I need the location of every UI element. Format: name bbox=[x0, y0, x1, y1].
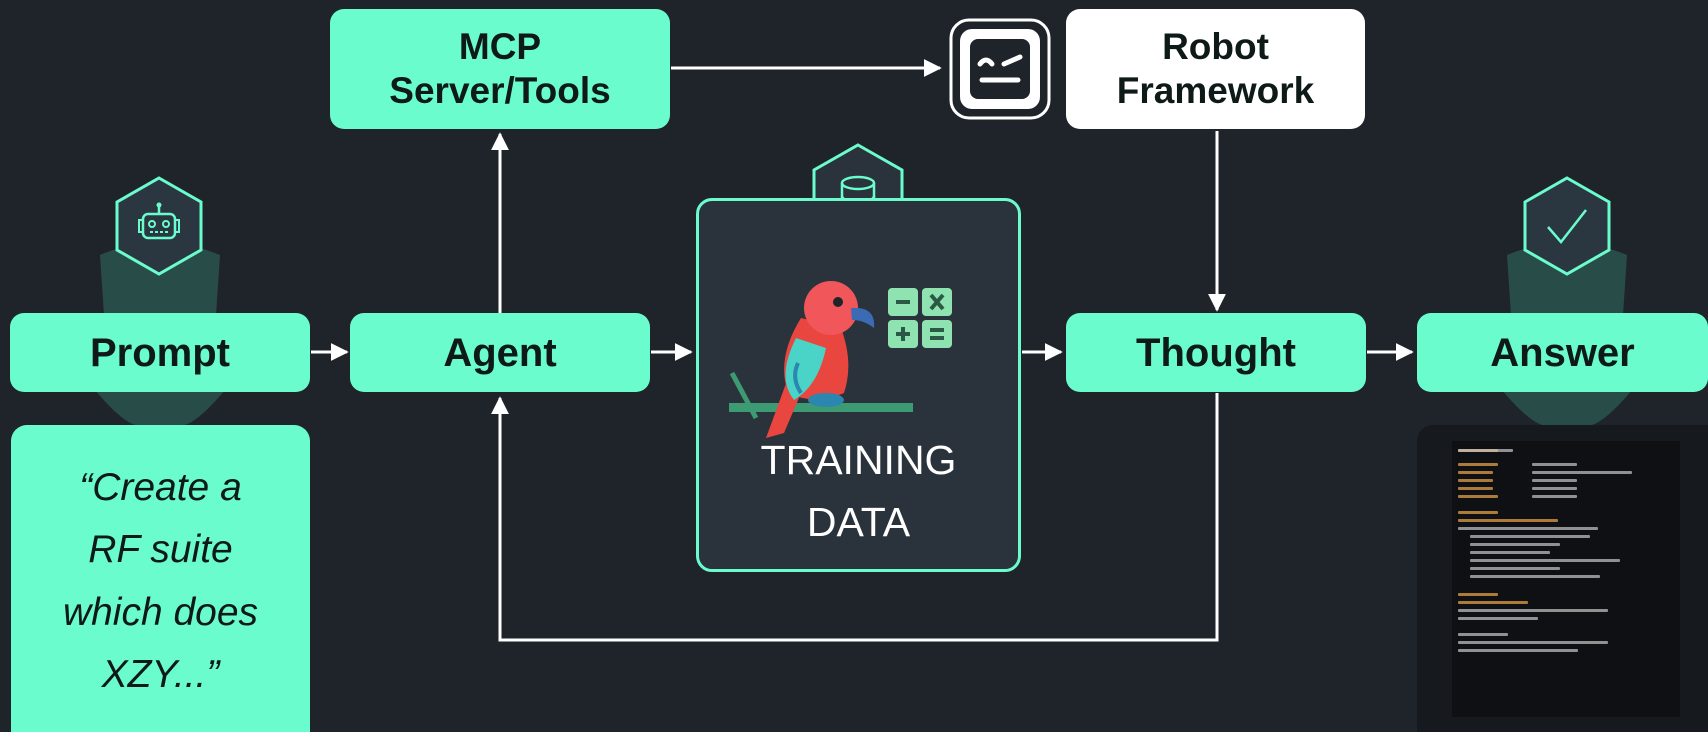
thought-label: Thought bbox=[1136, 330, 1296, 375]
answer-node: Answer bbox=[1417, 313, 1708, 392]
thought-node: Thought bbox=[1066, 313, 1366, 392]
code-line bbox=[1458, 479, 1493, 482]
checkmark-icon bbox=[1523, 176, 1611, 276]
code-line bbox=[1458, 609, 1608, 612]
code-line bbox=[1458, 617, 1538, 620]
robot-head-icon bbox=[115, 176, 203, 276]
code-line bbox=[1458, 641, 1608, 644]
code-line bbox=[1470, 559, 1620, 562]
parrot-calculator-icon bbox=[729, 281, 952, 438]
prompt-example: “Create a RF suite which does XZY...” bbox=[11, 425, 310, 732]
code-line bbox=[1458, 519, 1558, 522]
code-line bbox=[1470, 543, 1560, 546]
code-line bbox=[1458, 495, 1498, 498]
code-line bbox=[1532, 487, 1577, 490]
code-line bbox=[1532, 463, 1577, 466]
code-line bbox=[1458, 633, 1508, 636]
code-line bbox=[1458, 527, 1598, 530]
mcp-label: MCP Server/Tools bbox=[389, 25, 611, 111]
training-data-panel bbox=[696, 198, 1021, 572]
code-line bbox=[1458, 487, 1493, 490]
code-line bbox=[1458, 593, 1498, 596]
robot-framework-node: Robot Framework bbox=[1066, 9, 1365, 129]
answer-halo bbox=[1502, 242, 1632, 425]
robot-framework-label: Robot Framework bbox=[1116, 25, 1315, 111]
code-line bbox=[1532, 471, 1632, 474]
answer-label: Answer bbox=[1490, 330, 1635, 375]
code-line bbox=[1532, 495, 1577, 498]
code-line bbox=[1470, 551, 1550, 554]
code-line bbox=[1458, 471, 1493, 474]
agent-label: Agent bbox=[443, 330, 557, 375]
training-data-label: TRAINING DATA bbox=[760, 437, 957, 545]
code-line bbox=[1458, 649, 1578, 652]
arrow-thought-agent-loop bbox=[491, 393, 1219, 642]
code-line bbox=[1458, 601, 1528, 604]
code-line bbox=[1532, 479, 1577, 482]
code-screenshot-thumbnail bbox=[1452, 441, 1680, 717]
agent-node: Agent bbox=[350, 313, 650, 392]
code-line bbox=[1458, 511, 1498, 514]
mcp-node: MCP Server/Tools bbox=[330, 9, 670, 129]
robot-framework-logo-icon bbox=[949, 18, 1051, 120]
code-line bbox=[1470, 567, 1560, 570]
prompt-halo bbox=[95, 242, 225, 425]
code-line bbox=[1470, 575, 1600, 578]
prompt-node: Prompt bbox=[10, 313, 310, 392]
code-line bbox=[1458, 463, 1498, 466]
prompt-label: Prompt bbox=[90, 330, 230, 375]
code-line bbox=[1458, 449, 1513, 452]
code-line bbox=[1470, 535, 1590, 538]
